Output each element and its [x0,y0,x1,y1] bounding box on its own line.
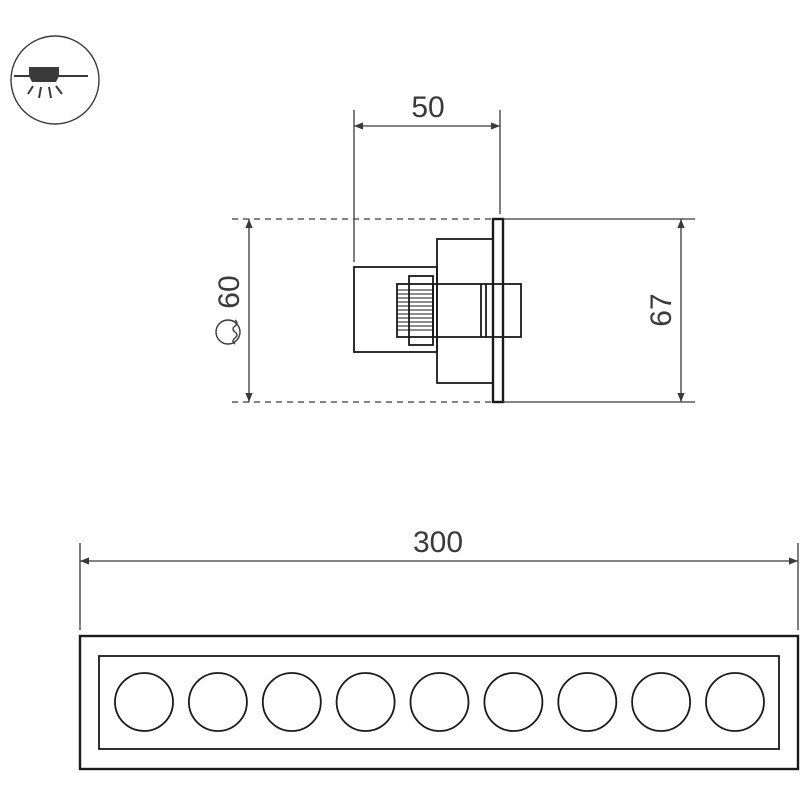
lens-1 [114,672,174,732]
lens-6 [483,672,544,732]
driver-block [432,283,522,338]
lens-4 [335,672,396,732]
depth-dimension: 50 [353,91,501,262]
front-flange [491,217,505,404]
lens-8 [631,672,691,732]
lens-2 [187,672,248,732]
height-label: 67 [645,293,678,326]
lens-7 [557,672,618,732]
lens-row [114,672,765,732]
cutout-label: 60 [213,275,246,308]
recessed-ceiling-light-icon [10,35,100,125]
front-inner-frame [98,655,780,750]
lens-3 [261,672,322,732]
length-dimension: 300 [79,526,799,630]
depth-label: 50 [411,91,444,124]
front-frame [78,634,800,771]
cutout-symbol-icon [215,319,241,345]
cutout-dimension: 60 [213,219,253,402]
side-view [353,217,522,404]
mid-housing [436,238,494,384]
lens-9 [705,672,765,732]
front-view [78,634,800,771]
heatsink-fins [397,289,433,331]
lens-5 [409,672,470,732]
height-dimension: 67 [503,218,695,403]
length-label: 300 [413,526,463,559]
